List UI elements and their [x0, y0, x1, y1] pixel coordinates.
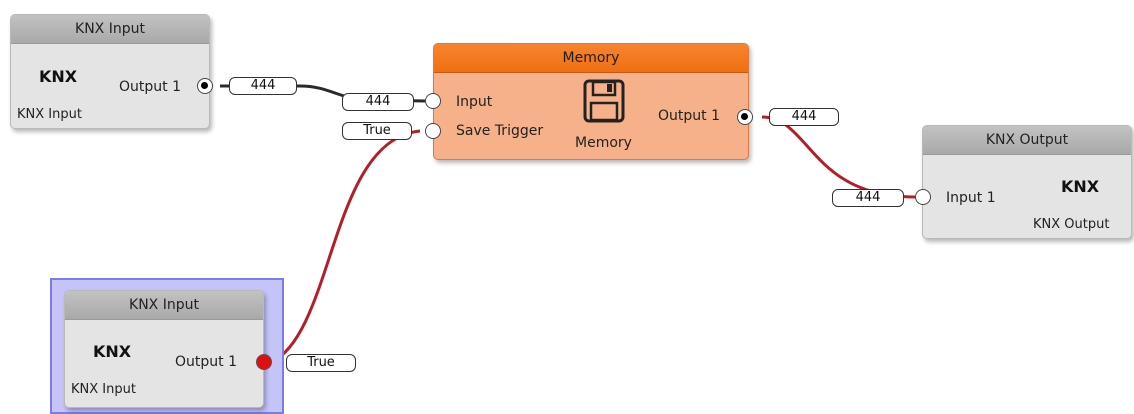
- node-header: KNX Output: [923, 126, 1131, 155]
- memory-save-trigger-port[interactable]: [425, 123, 441, 139]
- save-trigger-port-label: Save Trigger: [456, 123, 544, 139]
- memory-input-port[interactable]: [425, 93, 441, 109]
- output-value-badge: 444: [769, 108, 839, 126]
- output-value-badge: True: [286, 354, 356, 372]
- input-port-label: Input 1: [946, 190, 996, 206]
- knx-output-node[interactable]: KNX Output KNX KNX Output Input 1: [922, 125, 1132, 239]
- node-header: KNX Input: [11, 15, 209, 44]
- node-type-label: KNX: [93, 342, 132, 361]
- output-port-knx-input-top[interactable]: [197, 78, 213, 94]
- output-port-label: Output 1: [658, 108, 720, 124]
- wire-knx-input-to-save-trigger: [271, 129, 421, 364]
- output-value-badge: 444: [229, 77, 297, 95]
- input-port-label: Input: [456, 94, 493, 110]
- wire-memory-output-to-knx-output: [761, 115, 916, 199]
- save-trigger-value-badge: True: [342, 122, 412, 140]
- node-type-label: KNX: [1061, 177, 1100, 196]
- floppy-disk-icon: [583, 79, 625, 123]
- node-sub-label: KNX Input: [17, 107, 82, 122]
- memory-node[interactable]: Memory Input Save Trigger Output 1 Memor…: [433, 43, 749, 160]
- input-value-badge: 444: [832, 189, 904, 207]
- output-port-label: Output 1: [175, 354, 237, 370]
- output-port-knx-input-bottom[interactable]: [256, 354, 272, 370]
- output-port-label: Output 1: [119, 79, 181, 95]
- knx-input-node-top[interactable]: KNX Input KNX KNX Input Output 1: [10, 14, 210, 129]
- knx-input-node-bottom[interactable]: KNX Input KNX KNX Input Output 1: [64, 290, 264, 408]
- knx-output-input-port[interactable]: [915, 189, 931, 205]
- node-type-label: KNX: [39, 67, 78, 86]
- node-header: Memory: [434, 44, 748, 73]
- node-sub-label: KNX Output: [1033, 217, 1110, 232]
- node-header: KNX Input: [65, 291, 263, 320]
- input-value-badge: 444: [342, 93, 414, 111]
- memory-output-port[interactable]: [737, 109, 753, 125]
- memory-icon-caption: Memory: [575, 135, 632, 151]
- node-sub-label: KNX Input: [71, 382, 136, 397]
